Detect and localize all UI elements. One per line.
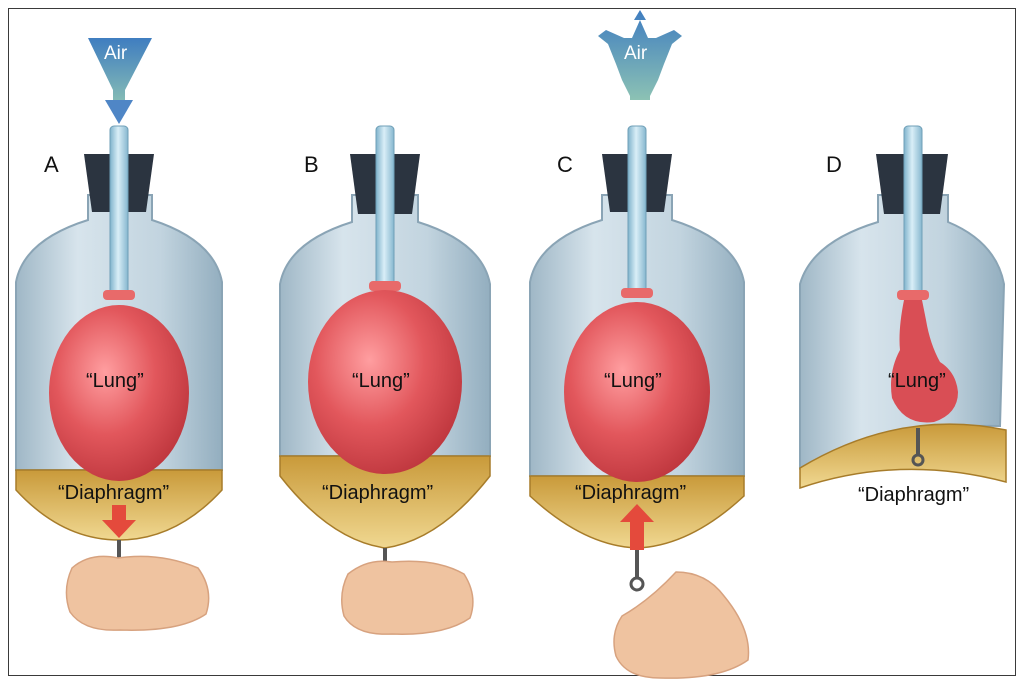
lung-label-c: “Lung”	[604, 370, 662, 393]
diaphragm-label-a: “Diaphragm”	[58, 482, 169, 505]
lung-label-d: “Lung”	[888, 370, 946, 393]
panel-letter-b: B	[304, 152, 319, 178]
rod-ring	[631, 578, 643, 590]
glass-tube	[628, 126, 646, 292]
lung-label-b: “Lung”	[352, 370, 410, 393]
air-label-c: Air	[624, 43, 647, 65]
glass-tube	[904, 126, 922, 296]
panel-letter-a: A	[44, 152, 59, 178]
glass-tube	[376, 126, 394, 290]
tube-band	[897, 290, 929, 300]
lung-label-a: “Lung”	[86, 370, 144, 393]
hand	[66, 556, 208, 630]
panel-c-jar	[530, 10, 749, 678]
diaphragm-label-d: “Diaphragm”	[858, 484, 969, 507]
diaphragm-label-c: “Diaphragm”	[575, 482, 686, 505]
tube-band	[621, 288, 653, 298]
panel-letter-d: D	[826, 152, 842, 178]
panel-letter-c: C	[557, 152, 573, 178]
tube-band	[369, 281, 401, 291]
air-down-arrow-icon	[105, 100, 133, 124]
hand	[342, 561, 473, 634]
pull-rod	[916, 428, 920, 456]
lung-balloon	[49, 305, 189, 481]
air-label-a: Air	[104, 43, 127, 65]
tube-band	[103, 290, 135, 300]
panel-a-jar	[16, 38, 222, 630]
glass-tube	[110, 126, 128, 294]
diaphragm-label-b: “Diaphragm”	[322, 482, 433, 505]
pull-rod	[635, 550, 639, 578]
panel-d-jar	[800, 126, 1006, 488]
